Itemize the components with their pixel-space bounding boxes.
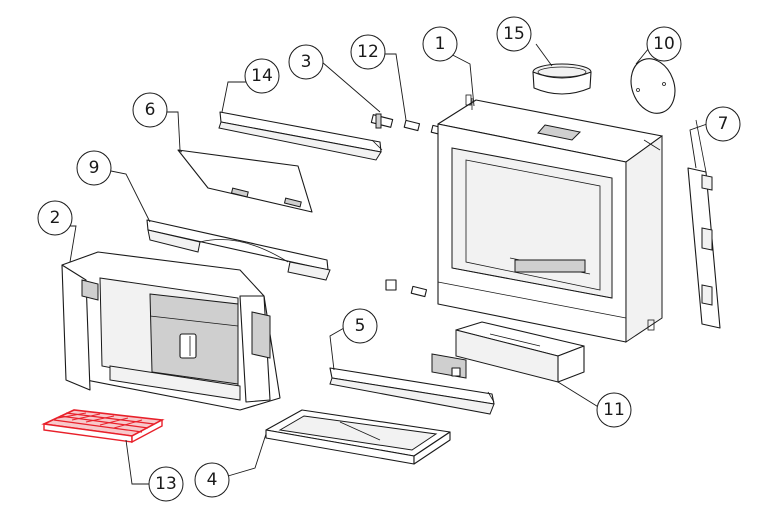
callout-12-label: 12: [357, 42, 379, 62]
callout-3-label: 3: [301, 52, 312, 72]
callout-1: 1: [422, 26, 458, 62]
callout-13-label: 13: [155, 474, 177, 494]
part-13-grate: [41, 409, 165, 444]
callout-13: 13: [148, 466, 184, 502]
callout-6-label: 6: [145, 100, 156, 120]
part-2-firebox-liner: [61, 251, 281, 411]
callout-9-label: 9: [89, 158, 100, 178]
callout-15-label: 15: [503, 24, 525, 44]
part-9-cross-bracket: [146, 219, 331, 281]
callout-11-label: 11: [603, 400, 625, 420]
callout-10: 10: [646, 26, 682, 62]
callout-2: 2: [37, 200, 73, 236]
part-1-firebox-housing: [437, 94, 663, 343]
part-6-baffle-plate: [177, 149, 313, 213]
callout-10-label: 10: [653, 34, 675, 54]
callout-15: 15: [496, 16, 532, 52]
callout-14: 14: [244, 58, 280, 94]
part-10-cover-disc: [630, 58, 676, 114]
callout-4: 4: [194, 462, 230, 498]
part-7-side-panel: [687, 119, 721, 329]
part-4-ash-tray: [265, 409, 451, 465]
callout-5-label: 5: [355, 316, 366, 336]
callout-4-label: 4: [207, 470, 218, 490]
callout-6: 6: [132, 92, 168, 128]
callout-14-label: 14: [251, 66, 273, 86]
part-15-flue-collar: [532, 63, 592, 95]
callout-7: 7: [705, 106, 741, 142]
callout-9: 9: [76, 150, 112, 186]
part-14-top-rail: [218, 111, 383, 161]
callout-5: 5: [342, 308, 378, 344]
part-3-latch: [370, 113, 394, 129]
callout-11: 11: [596, 392, 632, 428]
callout-1-label: 1: [435, 34, 446, 54]
part-5-trim-bar: [329, 367, 495, 415]
callout-2-label: 2: [50, 208, 61, 228]
callout-7-label: 7: [718, 114, 729, 134]
part-11-ashpan-assembly: [431, 321, 585, 383]
callout-12: 12: [350, 34, 386, 70]
callout-3: 3: [288, 44, 324, 80]
